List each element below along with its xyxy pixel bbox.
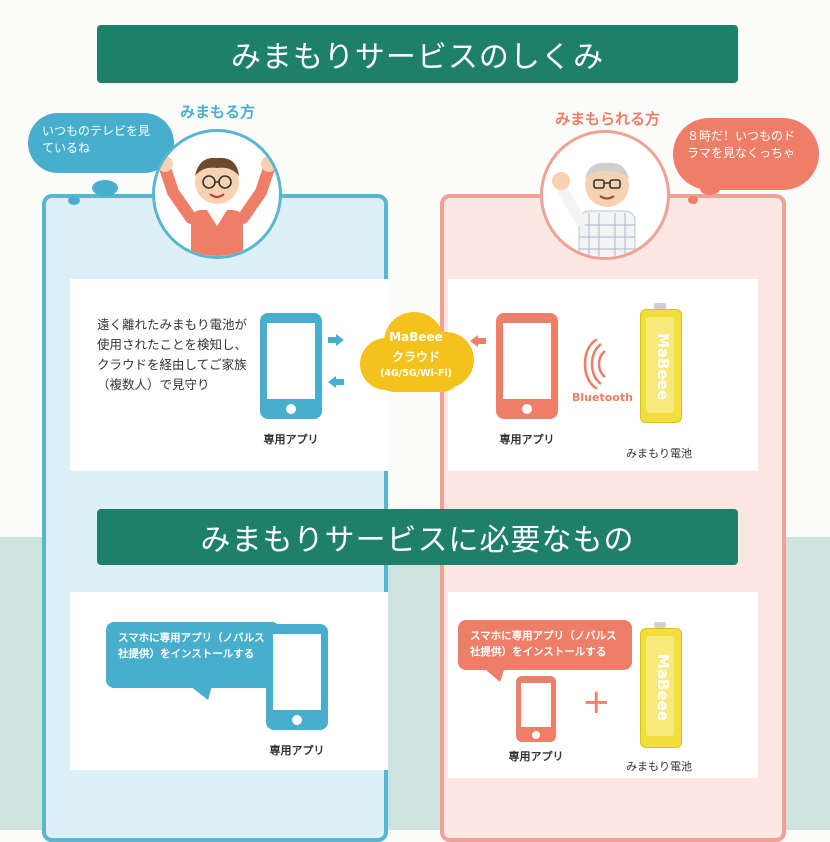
watcher-phone-label: 専用アプリ [263, 433, 319, 446]
watcher-role-label: みまもる方 [180, 103, 256, 121]
watched-how-card: 専用アプリ Bluetooth MaBeee みまもり電池 [448, 279, 758, 471]
battery-label-2: みまもり電池 [626, 760, 692, 773]
speech-tail-dot [688, 196, 698, 204]
watched-requirements-card: スマホに専用アプリ（ノバルス社提供）をインストールする 専用アプリ + MaBe… [448, 592, 758, 778]
cloud-line1: MaBeee [389, 330, 443, 344]
watched-install-phone-icon [516, 676, 556, 742]
speech-tail-dot [68, 196, 80, 205]
watcher-install-text: スマホに専用アプリ（ノバルス社提供）をインストールする [118, 632, 265, 660]
watched-avatar [540, 130, 670, 260]
battery-brand-text: MaBeee [654, 333, 672, 401]
watched-phone-label: 専用アプリ [499, 433, 555, 446]
speech-tail-dot [92, 180, 118, 196]
callout-tail [486, 670, 504, 682]
speech-tail-dot [700, 183, 720, 195]
mimamori-battery-icon-2: MaBeee [640, 622, 682, 748]
cloud-line3: (4G/5G/Wi-Fi) [380, 368, 452, 379]
plus-sign: + [582, 682, 611, 722]
data-arrows-icon [328, 334, 344, 388]
watched-install-text: スマホに専用アプリ（ノバルス社提供）をインストールする [470, 630, 617, 658]
watched-speech-text: ８時だ！いつものドラマを見なくっちゃ [687, 129, 796, 160]
watcher-person-illustration [157, 156, 277, 256]
watched-install-phone-label: 専用アプリ [508, 750, 564, 763]
data-arrow-icon [470, 335, 486, 347]
mimamori-battery-icon: MaBeee [640, 303, 682, 423]
bluetooth-signal-icon [583, 339, 606, 389]
watcher-description: 遠く離れたみまもり電池が使用されたことを検知し、クラウドを経由してご家族（複数人… [97, 317, 248, 392]
cloud-line2: クラウド [391, 350, 440, 364]
watcher-requirements-card: スマホに専用アプリ（ノバルス社提供）をインストールする 専用アプリ [70, 592, 388, 770]
cloud-icon [360, 312, 474, 392]
watched-speech-bubble: ８時だ！いつものドラマを見なくっちゃ [673, 118, 819, 190]
callout-tail [190, 686, 212, 700]
watcher-install-callout: スマホに専用アプリ（ノバルス社提供）をインストールする [106, 622, 280, 688]
watcher-install-phone-label: 専用アプリ [269, 744, 325, 757]
bluetooth-label: Bluetooth [572, 391, 633, 404]
watched-phone-icon [496, 313, 558, 419]
banner-how-it-works: みまもりサービスのしくみ [97, 25, 738, 83]
battery-label: みまもり電池 [626, 447, 692, 460]
watched-install-callout: スマホに専用アプリ（ノバルス社提供）をインストールする [458, 620, 632, 670]
watched-role-label: みまもられる方 [555, 110, 661, 128]
watcher-phone-icon [260, 313, 322, 419]
mabeee-cloud: MaBeee クラウド (4G/5G/Wi-Fi) [352, 308, 480, 396]
watcher-avatar [152, 129, 282, 259]
role-accent [175, 96, 181, 102]
watched-person-illustration [552, 162, 636, 257]
watcher-how-card: 遠く離れたみまもり電池が使用されたことを検知し、クラウドを経由してご家族（複数人… [70, 279, 388, 471]
banner-what-you-need: みまもりサービスに必要なもの [97, 509, 738, 565]
watcher-speech-text: いつものテレビを見ているね [42, 124, 151, 155]
watcher-install-phone-icon [266, 624, 328, 730]
watcher-speech-bubble: いつものテレビを見ているね [28, 113, 174, 173]
battery-brand-text-2: MaBeee [654, 654, 672, 722]
